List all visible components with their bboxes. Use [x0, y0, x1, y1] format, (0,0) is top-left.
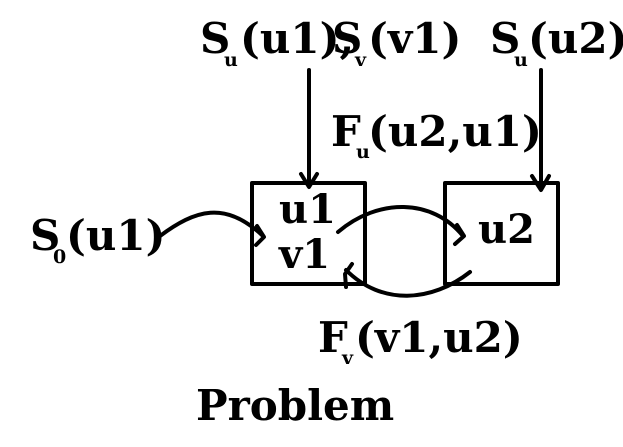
- label-s-u2-subscript: u: [514, 49, 528, 71]
- caption-problem: Problem: [196, 381, 394, 430]
- label-f-u: F: [331, 107, 361, 156]
- label-s-u2: S: [490, 14, 520, 63]
- right-state-box: [443, 181, 560, 286]
- label-s0-u1: S 0 (u1): [30, 211, 166, 268]
- label-s-v1-arg: (v1): [368, 14, 461, 63]
- label-s-0-arg: (u1): [66, 211, 166, 260]
- arrow-fv-right-to-left: [343, 262, 472, 298]
- label-su-u2: S u (u2): [490, 14, 623, 71]
- label-f-v-arg: (v1,u2): [355, 313, 523, 362]
- label-s-u2-arg: (u2): [528, 14, 623, 63]
- label-f-v-subscript: v: [341, 347, 354, 369]
- arrow-su-u1-to-left-box: [299, 68, 319, 189]
- label-s-u1: S: [200, 14, 230, 63]
- arrow-su-u2-to-right-box: [530, 68, 551, 192]
- left-box-v1: v1: [278, 231, 330, 278]
- label-s-v1-subscript: v: [354, 49, 367, 71]
- arrow-fu-left-to-right: [336, 205, 466, 246]
- label-s-0-subscript: 0: [53, 246, 66, 268]
- label-su-u1-sv-v1: S u (u1), S v (v1): [200, 14, 461, 71]
- label-f-u-arg: (u2,u1): [368, 107, 542, 156]
- label-f-v: F: [318, 313, 348, 362]
- label-s-u1-arg: (u1),: [240, 14, 354, 63]
- right-box-u2: u2: [478, 206, 535, 253]
- left-box-u1: u1: [279, 186, 336, 233]
- label-s-v1: S: [332, 14, 362, 63]
- label-fv-v1-u2: F v (v1,u2): [318, 313, 523, 369]
- label-s-u1-subscript: u: [224, 49, 238, 71]
- label-s-0: S: [30, 211, 60, 260]
- arrow-s0-to-left-box: [158, 210, 266, 247]
- label-fu-u2-u1: F u (u2,u1): [331, 107, 542, 163]
- label-f-u-subscript: u: [356, 141, 370, 163]
